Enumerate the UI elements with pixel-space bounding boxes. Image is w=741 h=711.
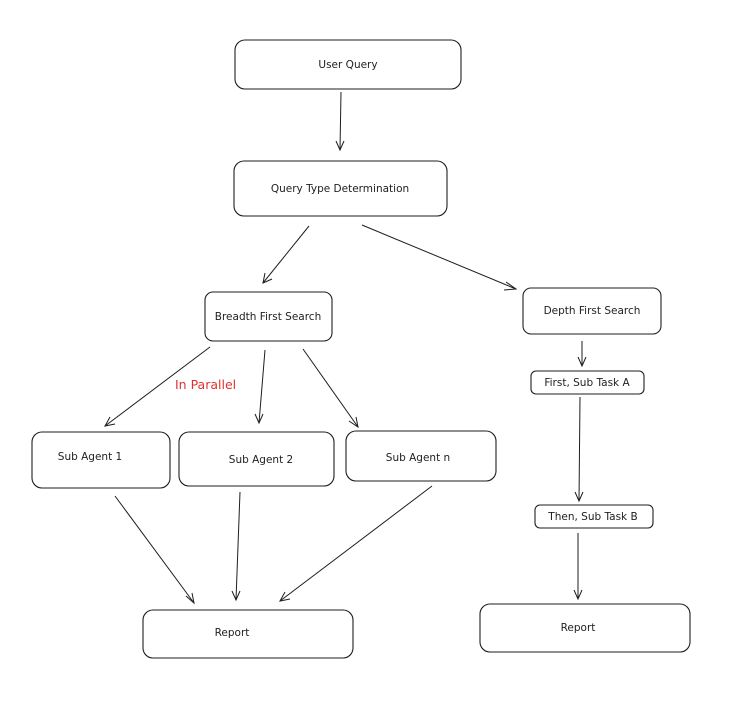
node-report-dfs[interactable]: Report — [479, 603, 691, 653]
edge-bfs-to-sub-agent-n — [302, 348, 359, 429]
node-user-query-label: User Query — [318, 59, 377, 71]
node-sub-task-b[interactable]: Then, Sub Task B — [534, 504, 654, 529]
node-breadth-first-search[interactable]: Breadth First Search — [204, 291, 333, 342]
edge-dfs-to-sub-task-a — [577, 341, 587, 368]
edge-sub-agent-2-to-report — [231, 491, 241, 602]
edge-sub-agent-1-to-report — [114, 495, 195, 605]
node-breadth-first-search-label: Breadth First Search — [215, 311, 321, 323]
node-query-type-determination-label: Query Type Determination — [271, 183, 409, 195]
node-sub-agent-2-label: Sub Agent 2 — [229, 454, 293, 466]
edge-sub-task-b-to-report-dfs — [573, 533, 583, 601]
node-sub-agent-1[interactable]: Sub Agent 1 — [31, 431, 171, 489]
edge-user-query-to-query-type — [335, 91, 345, 152]
edge-query-type-to-bfs — [262, 225, 310, 284]
node-sub-task-a-label: First, Sub Task A — [544, 377, 630, 389]
node-sub-agent-n-label: Sub Agent n — [386, 452, 450, 464]
node-sub-agent-2[interactable]: Sub Agent 2 — [178, 431, 335, 487]
edge-bfs-to-sub-agent-2 — [254, 349, 266, 425]
node-depth-first-search[interactable]: Depth First Search — [522, 287, 662, 335]
node-sub-agent-n[interactable]: Sub Agent n — [345, 430, 497, 482]
node-user-query[interactable]: User Query — [234, 39, 462, 90]
annotation-in-parallel: In Parallel — [175, 377, 236, 392]
node-query-type-determination[interactable]: Query Type Determination — [233, 160, 448, 217]
node-report-dfs-label: Report — [561, 622, 596, 634]
node-sub-task-a[interactable]: First, Sub Task A — [530, 370, 645, 395]
node-report-bfs[interactable]: Report — [142, 609, 354, 659]
node-sub-task-b-label: Then, Sub Task B — [547, 511, 637, 523]
edge-query-type-to-dfs — [361, 224, 518, 291]
edge-sub-task-a-to-sub-task-b — [574, 396, 584, 503]
node-report-bfs-label: Report — [215, 627, 250, 639]
edge-sub-agent-n-to-report — [279, 485, 433, 602]
node-sub-agent-1-label: Sub Agent 1 — [58, 451, 122, 463]
node-depth-first-search-label: Depth First Search — [544, 305, 641, 317]
edge-bfs-to-sub-agent-1 — [104, 346, 211, 427]
